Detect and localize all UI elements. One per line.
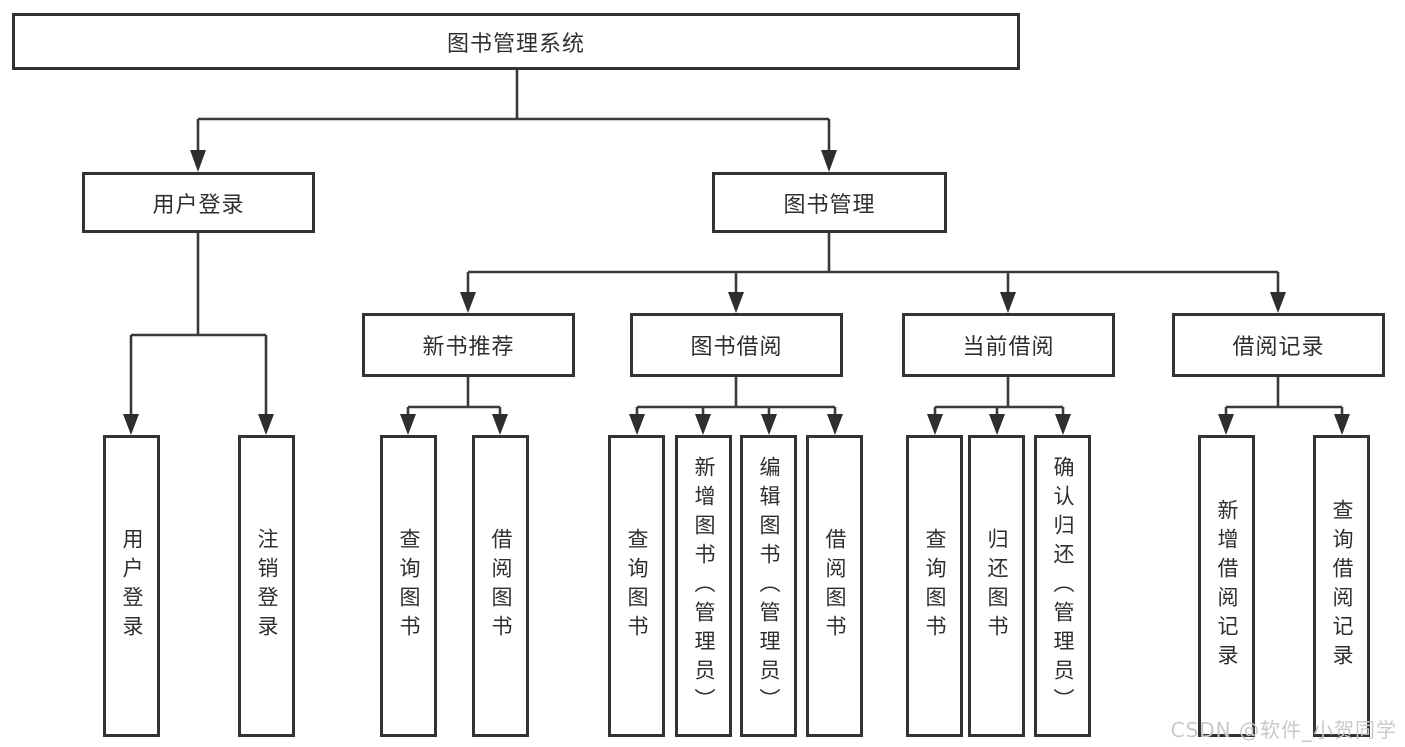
leaf-borrow-books: 借阅图书 [806,435,863,737]
csdn-watermark: CSDN @软件_小贺同学 [1170,718,1397,742]
leaf-add-borrow-record: 新增借阅记录 [1198,435,1255,737]
node-user-login: 用户登录 [82,172,315,233]
leaf-edit-books-admin: 编辑图书（管理员） [740,435,797,737]
leaf-add-books-admin: 新增图书（管理员） [675,435,732,737]
leaf-query-books-recommend: 查询图书 [380,435,437,737]
node-new-book-recommendation: 新书推荐 [362,313,575,377]
leaf-query-books-current: 查询图书 [906,435,963,737]
leaf-query-books-borrow: 查询图书 [608,435,665,737]
leaf-return-books: 归还图书 [968,435,1025,737]
node-current-borrowing: 当前借阅 [902,313,1115,377]
leaf-query-borrow-record: 查询借阅记录 [1313,435,1370,737]
leaf-user-login: 用户登录 [103,435,160,737]
leaf-confirm-return-admin: 确认归还（管理员） [1034,435,1091,737]
node-root-system: 图书管理系统 [12,13,1020,70]
node-book-borrowing: 图书借阅 [630,313,843,377]
node-borrowing-records: 借阅记录 [1172,313,1385,377]
node-book-management: 图书管理 [712,172,947,233]
leaf-logout: 注销登录 [238,435,295,737]
leaf-borrow-books-recommend: 借阅图书 [472,435,529,737]
